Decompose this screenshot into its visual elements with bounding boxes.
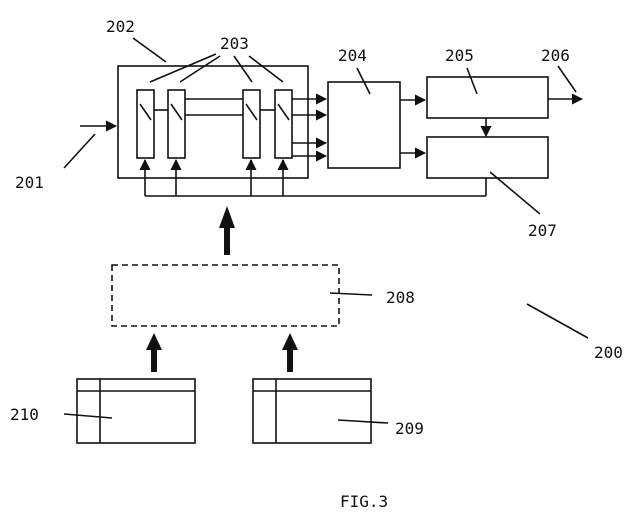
label-200: 200 <box>594 343 623 362</box>
switch-unit-1 <box>136 89 155 159</box>
box-207 <box>426 136 549 179</box>
figure-caption: FIG.3 <box>340 492 388 511</box>
thick-arrow-208-to-202 <box>219 206 235 255</box>
label-201: 201 <box>15 173 44 192</box>
switch-unit-2 <box>167 89 186 159</box>
label-210: 210 <box>10 405 39 424</box>
outputs-to-204 <box>292 93 328 162</box>
box-204 <box>327 81 401 169</box>
label-204: 204 <box>338 46 367 65</box>
label-206: 206 <box>541 46 570 65</box>
thick-arrow-209-to-208 <box>282 333 298 372</box>
thick-arrow-210-to-208 <box>146 333 162 372</box>
label-209: 209 <box>395 419 424 438</box>
switch-interconnects <box>154 98 275 116</box>
label-205: 205 <box>445 46 474 65</box>
feedback-bus <box>139 158 487 197</box>
box-205 <box>426 76 549 119</box>
label-208: 208 <box>386 288 415 307</box>
label-202: 202 <box>106 17 135 36</box>
box-209 <box>252 378 372 444</box>
dashed-box-208 <box>111 264 340 327</box>
label-203: 203 <box>220 34 249 53</box>
box-210 <box>76 378 196 444</box>
switch-unit-3 <box>242 89 261 159</box>
label-207: 207 <box>528 221 557 240</box>
switch-unit-4 <box>274 89 293 159</box>
leader-lines <box>63 37 589 424</box>
